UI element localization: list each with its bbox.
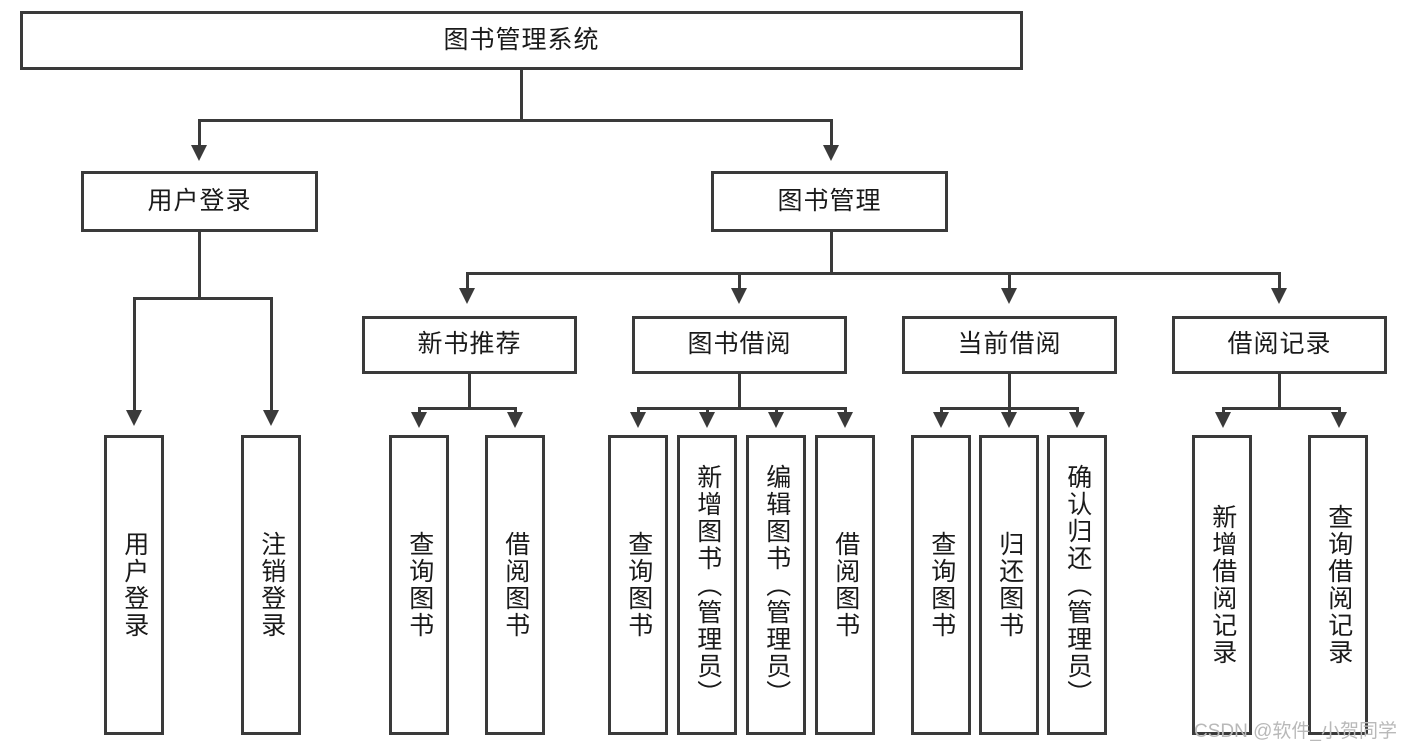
node-user-login[interactable]: 用户登录 xyxy=(81,171,318,232)
connector-current-borrow-stem xyxy=(1008,374,1011,408)
arrowhead-root-to-user-login xyxy=(191,145,207,161)
node-borrow-record[interactable]: 借阅记录 xyxy=(1172,316,1387,374)
leaf-borrow-record-add-record[interactable]: 新增借阅记录 xyxy=(1192,435,1252,735)
arrowhead-cb-to-leaf-1 xyxy=(933,412,949,428)
arrowhead-bm-to-borrow-record xyxy=(1271,288,1287,304)
connector-borrow-record-bus xyxy=(1222,407,1338,410)
node-label: 借阅图书 xyxy=(831,531,860,639)
connector-root-to-user-login xyxy=(198,119,201,147)
connector-bb-to-leaf-1 xyxy=(637,407,640,414)
node-label: 查询借阅记录 xyxy=(1324,504,1353,666)
node-label: 编辑图书（管理员） xyxy=(762,463,791,707)
node-book-management[interactable]: 图书管理 xyxy=(711,171,948,232)
arrowhead-nb-to-leaf-2 xyxy=(507,412,523,428)
node-current-borrow[interactable]: 当前借阅 xyxy=(902,316,1117,374)
connector-borrow-record-stem xyxy=(1278,374,1281,408)
leaf-new-book-borrow-book[interactable]: 借阅图书 xyxy=(485,435,545,735)
connector-nb-to-leaf-2 xyxy=(514,407,517,414)
connector-cb-to-leaf-1 xyxy=(940,407,943,414)
arrowhead-user-login-to-leaf-1 xyxy=(126,410,142,426)
node-label: 借阅记录 xyxy=(1227,330,1332,359)
leaf-borrow-record-query-record[interactable]: 查询借阅记录 xyxy=(1308,435,1368,735)
arrowhead-nb-to-leaf-1 xyxy=(411,412,427,428)
node-new-book-recommend[interactable]: 新书推荐 xyxy=(362,316,577,374)
arrowhead-user-login-to-leaf-2 xyxy=(263,410,279,426)
arrowhead-bb-to-leaf-3 xyxy=(768,412,784,428)
connector-root-bus xyxy=(198,119,832,122)
connector-bb-to-leaf-4 xyxy=(844,407,847,414)
arrowhead-bm-to-book-borrow xyxy=(731,288,747,304)
arrowhead-cb-to-leaf-2 xyxy=(1001,412,1017,428)
leaf-book-borrow-edit-book-admin[interactable]: 编辑图书（管理员） xyxy=(746,435,806,735)
connector-br-to-leaf-2 xyxy=(1338,407,1341,414)
connector-root-stem xyxy=(520,70,523,120)
connector-bm-to-current-borrow xyxy=(1008,272,1011,290)
connector-bb-to-leaf-3 xyxy=(775,407,778,414)
arrowhead-root-to-book-management xyxy=(823,145,839,161)
arrowhead-br-to-leaf-2 xyxy=(1331,412,1347,428)
node-label: 新书推荐 xyxy=(417,330,522,359)
leaf-user-login-logout[interactable]: 注销登录 xyxy=(241,435,301,735)
connector-root-to-book-management xyxy=(830,119,833,147)
node-label: 归还图书 xyxy=(995,531,1024,639)
connector-user-login-to-leaf-1 xyxy=(133,297,136,412)
node-label: 用户登录 xyxy=(120,531,149,639)
arrowhead-bm-to-new-book xyxy=(459,288,475,304)
leaf-current-borrow-confirm-return-admin[interactable]: 确认归还（管理员） xyxy=(1047,435,1107,735)
node-label: 查询图书 xyxy=(405,531,434,639)
connector-user-login-to-leaf-2 xyxy=(270,297,273,412)
csdn-watermark: CSDN @软件_小贺同学 xyxy=(1194,721,1397,742)
connector-bm-to-borrow-record xyxy=(1278,272,1281,290)
node-label: 新增借阅记录 xyxy=(1208,504,1237,666)
connector-user-login-stem xyxy=(198,232,201,298)
connector-bm-to-book-borrow xyxy=(738,272,741,290)
node-label: 用户登录 xyxy=(147,186,252,215)
node-book-borrow[interactable]: 图书借阅 xyxy=(632,316,847,374)
arrowhead-bb-to-leaf-4 xyxy=(837,412,853,428)
node-label: 确认归还（管理员） xyxy=(1063,463,1092,707)
node-label: 新增图书（管理员） xyxy=(693,463,722,707)
leaf-new-book-query-book[interactable]: 查询图书 xyxy=(389,435,449,735)
leaf-book-borrow-borrow-book[interactable]: 借阅图书 xyxy=(815,435,875,735)
leaf-user-login-login[interactable]: 用户登录 xyxy=(104,435,164,735)
arrowhead-bb-to-leaf-1 xyxy=(630,412,646,428)
arrowhead-bb-to-leaf-2 xyxy=(699,412,715,428)
arrowhead-br-to-leaf-1 xyxy=(1215,412,1231,428)
leaf-book-borrow-query-book[interactable]: 查询图书 xyxy=(608,435,668,735)
node-label: 查询图书 xyxy=(927,531,956,639)
node-label: 注销登录 xyxy=(257,531,286,639)
leaf-current-borrow-return-book[interactable]: 归还图书 xyxy=(979,435,1039,735)
arrowhead-cb-to-leaf-3 xyxy=(1069,412,1085,428)
node-label: 当前借阅 xyxy=(957,330,1062,359)
connector-nb-to-leaf-1 xyxy=(418,407,421,414)
connector-new-book-stem xyxy=(468,374,471,408)
arrowhead-bm-to-current-borrow xyxy=(1001,288,1017,304)
connector-cb-to-leaf-2 xyxy=(1008,407,1011,414)
connector-book-management-bus xyxy=(466,272,1280,275)
connector-book-borrow-stem xyxy=(738,374,741,408)
connector-new-book-bus xyxy=(418,407,517,410)
node-label: 借阅图书 xyxy=(501,531,530,639)
connector-bb-to-leaf-2 xyxy=(706,407,709,414)
node-label: 查询图书 xyxy=(624,531,653,639)
connector-br-to-leaf-1 xyxy=(1222,407,1225,414)
connector-bm-to-new-book xyxy=(466,272,469,290)
connector-user-login-bus xyxy=(133,297,273,300)
node-root-book-management-system[interactable]: 图书管理系统 xyxy=(20,11,1023,70)
node-label: 图书管理系统 xyxy=(443,25,600,54)
connector-book-borrow-bus xyxy=(637,407,844,410)
leaf-book-borrow-add-book-admin[interactable]: 新增图书（管理员） xyxy=(677,435,737,735)
node-label: 图书管理 xyxy=(777,186,882,215)
leaf-current-borrow-query-book[interactable]: 查询图书 xyxy=(911,435,971,735)
connector-book-management-stem xyxy=(830,232,833,273)
connector-cb-to-leaf-3 xyxy=(1076,407,1079,414)
node-label: 图书借阅 xyxy=(687,330,792,359)
